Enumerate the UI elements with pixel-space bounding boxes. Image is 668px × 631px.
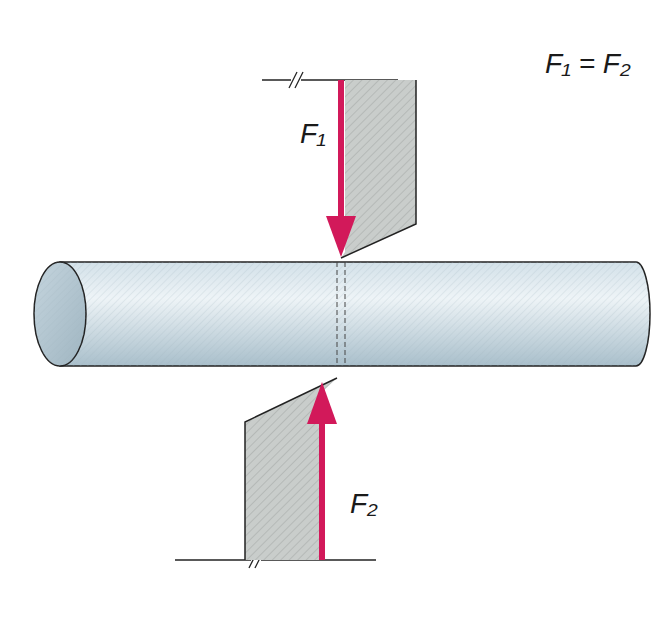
force-arrow <box>307 382 337 560</box>
break-mark <box>289 72 303 88</box>
force-arrow <box>326 80 356 257</box>
equation-label: F₁ = F₂ <box>545 50 631 78</box>
upper-blade <box>341 80 416 258</box>
force-label: F₁ <box>300 120 326 148</box>
force-label: F₂ <box>350 490 378 518</box>
round-bar <box>34 262 650 366</box>
lower-blade <box>245 378 337 560</box>
